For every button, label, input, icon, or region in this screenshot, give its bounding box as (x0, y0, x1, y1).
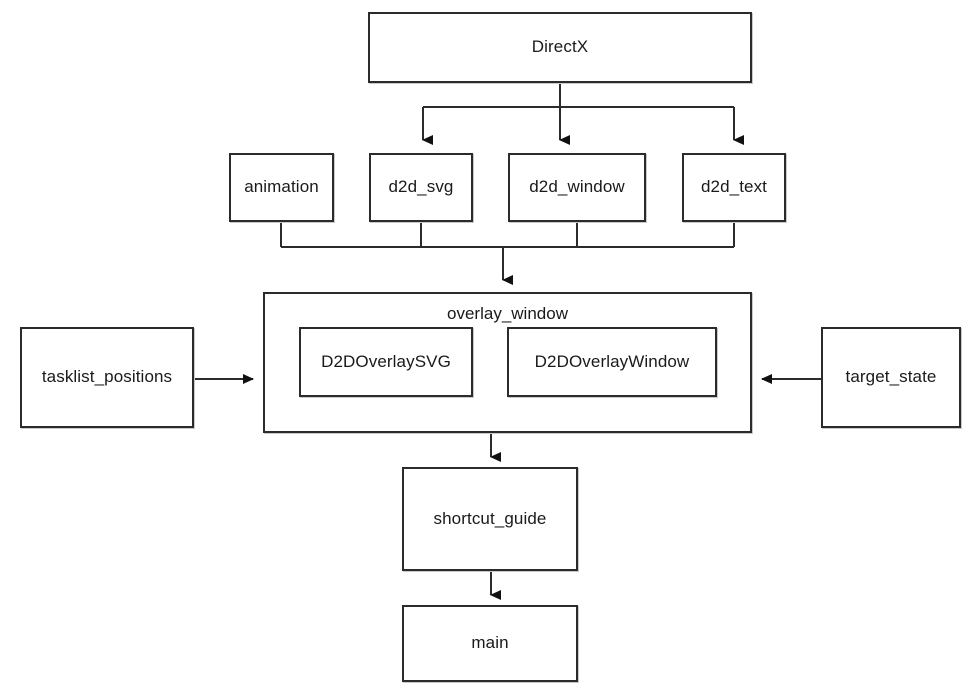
edge-modules-to-overlay (280, 222, 735, 285)
node-d2d-window-label: d2d_window (529, 177, 625, 197)
node-target-state-label: target_state (845, 367, 937, 387)
node-d2d-text[interactable]: d2d_text (682, 153, 786, 222)
node-tasklist-positions[interactable]: tasklist_positions (20, 327, 194, 428)
node-shortcut-guide-label: shortcut_guide (433, 508, 547, 528)
node-animation[interactable]: animation (229, 153, 334, 222)
node-d2d-svg[interactable]: d2d_svg (369, 153, 473, 222)
node-d2doverlaysvg[interactable]: D2DOverlaySVG (299, 327, 473, 397)
node-d2doverlaywindow[interactable]: D2DOverlayWindow (507, 327, 717, 397)
node-directx-label: DirectX (531, 37, 589, 57)
node-target-state[interactable]: target_state (821, 327, 961, 428)
node-d2d-svg-label: d2d_svg (388, 177, 454, 197)
node-shortcut-guide[interactable]: shortcut_guide (402, 467, 578, 571)
node-d2d-text-label: d2d_text (700, 177, 768, 197)
node-main[interactable]: main (402, 605, 578, 682)
node-directx[interactable]: DirectX (368, 12, 752, 83)
node-d2d-window[interactable]: d2d_window (508, 153, 646, 222)
edge-directx-fanout (422, 83, 744, 145)
node-main-label: main (471, 633, 509, 653)
node-d2doverlaywindow-label: D2DOverlayWindow (534, 351, 690, 371)
node-d2doverlaysvg-label: D2DOverlaySVG (321, 351, 451, 371)
cluster-overlay-window-title: overlay_window (447, 304, 568, 323)
node-animation-label: animation (244, 177, 319, 197)
node-tasklist-positions-label: tasklist_positions (41, 367, 173, 387)
